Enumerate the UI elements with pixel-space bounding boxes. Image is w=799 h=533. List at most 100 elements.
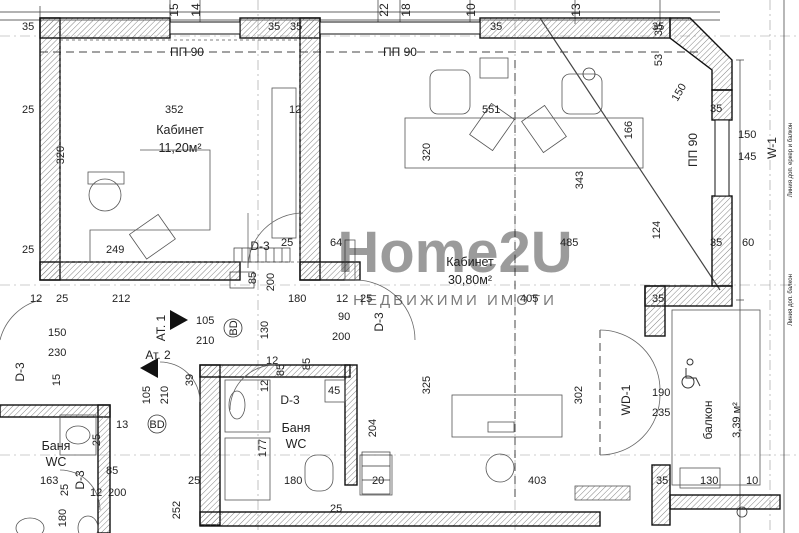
dim: 200 [265, 273, 277, 291]
dim: 163 [40, 475, 58, 487]
dim: 177 [257, 439, 269, 457]
dim: 39 [184, 374, 196, 386]
dim: 10 [464, 3, 478, 17]
dim: 320 [421, 143, 433, 161]
dim: 320 [55, 146, 67, 164]
dim: 90 [338, 311, 350, 323]
dim: 13 [569, 3, 583, 17]
dim: 35 [710, 237, 722, 249]
dim: 180 [57, 509, 69, 527]
bath2-name: Баня [42, 439, 71, 453]
dim: 18 [399, 3, 413, 17]
dim: 22 [377, 3, 391, 17]
door-d3-top: D-3 [250, 239, 270, 253]
dim: 210 [159, 386, 171, 404]
dim: 150 [670, 82, 690, 104]
door-bd1: BD [228, 320, 240, 335]
door-at2: Ат. 2 [145, 348, 171, 362]
dim: 12 [90, 487, 102, 499]
dim: 25 [56, 293, 68, 305]
dim: 15 [167, 3, 181, 17]
dim: 53 [653, 54, 665, 66]
dim: 352 [165, 104, 183, 116]
dim: 200 [108, 487, 126, 499]
top-strip-labels: 15 14 22 18 10 13 [167, 3, 583, 17]
dim: 25 [188, 475, 200, 487]
dim: 35 [490, 21, 502, 33]
dim: 25 [281, 237, 293, 249]
dim: 25 [22, 244, 34, 256]
dim: 230 [48, 347, 66, 359]
dim: 35 [653, 24, 665, 36]
side-note-2: Линия доп. балкон [788, 274, 794, 326]
grates [229, 247, 391, 495]
dim: 249 [106, 244, 124, 256]
dim: 124 [651, 221, 663, 239]
dim: 85 [247, 272, 259, 284]
window-pp90-a: ПП 90 [170, 45, 204, 59]
dim: 14 [189, 3, 203, 17]
dim: 35 [652, 21, 664, 33]
dim: 551 [482, 104, 500, 116]
door-d3-bottom: D-3 [73, 470, 87, 490]
dim: 180 [288, 293, 306, 305]
wheelchair-icon [681, 358, 701, 389]
door-d3-mid: D-3 [372, 312, 386, 332]
dim: 20 [372, 475, 384, 487]
room1-area: 11,20м² [158, 141, 201, 155]
balcony-area: 3,39 м² [731, 402, 743, 438]
dim: 25 [91, 434, 103, 446]
bath1-sub: WC [286, 437, 307, 451]
dim: 403 [528, 475, 546, 487]
dim: 200 [332, 331, 350, 343]
door-bd2: BD [149, 419, 164, 431]
dim: 85 [301, 358, 313, 370]
dim: 130 [259, 321, 271, 339]
dim: 405 [520, 293, 538, 305]
bath2-sub: WC [46, 455, 67, 469]
dim: 25 [22, 104, 34, 116]
column-markers [582, 67, 748, 518]
door-d3-left: D-3 [13, 362, 27, 382]
dim: 105 [141, 386, 153, 404]
window-wd1: WD-1 [619, 384, 633, 415]
dim: 85 [275, 364, 287, 376]
dim: 180 [284, 475, 302, 487]
door-at1: АТ. 1 [154, 314, 168, 341]
window-pp90-c: ПП 90 [686, 133, 700, 167]
dim: 252 [171, 501, 183, 519]
dim: 60 [742, 237, 754, 249]
room2-furniture [344, 57, 644, 501]
dim: 12 [266, 355, 278, 367]
watermark-logo: Home2U [337, 220, 572, 285]
dim: 210 [196, 335, 214, 347]
right-dimension-strip [736, 0, 785, 533]
door-d3-bath: D-3 [280, 393, 300, 407]
bath1-name: Баня [282, 421, 311, 435]
dim: 12 [336, 293, 348, 305]
dim: 12 [30, 293, 42, 305]
dim: 15 [51, 374, 63, 386]
dashed-lines [40, 51, 700, 500]
dim: 45 [328, 385, 340, 397]
room1-name: Кабинет [156, 123, 204, 137]
door-bd1-circle [223, 318, 243, 338]
dim: 10 [746, 475, 758, 487]
dim: 302 [573, 386, 585, 404]
vertical-dimension-labels: 320 320 343 166 53 150 35 124 85 200 130… [51, 24, 689, 527]
door-bd2-circle [147, 414, 167, 434]
dim: 85 [106, 465, 118, 477]
dim: 12 [259, 380, 271, 392]
window-pp90-b: ПП 90 [383, 45, 417, 59]
dimension-labels: 35 35 35 35 35 352 12 551 25 25 249 25 6… [22, 21, 758, 515]
dim: 25 [360, 293, 372, 305]
watermark-sub: НЕДВИЖИМИ ИМОТИ [353, 292, 557, 309]
dim: 343 [574, 171, 586, 189]
dim: 235 [652, 407, 670, 419]
dim: 325 [421, 376, 433, 394]
dim: 166 [623, 121, 635, 139]
dim: 212 [112, 293, 130, 305]
diagonal-guide [539, 17, 721, 291]
dim: 64 [330, 237, 342, 249]
dim: 35 [656, 475, 668, 487]
